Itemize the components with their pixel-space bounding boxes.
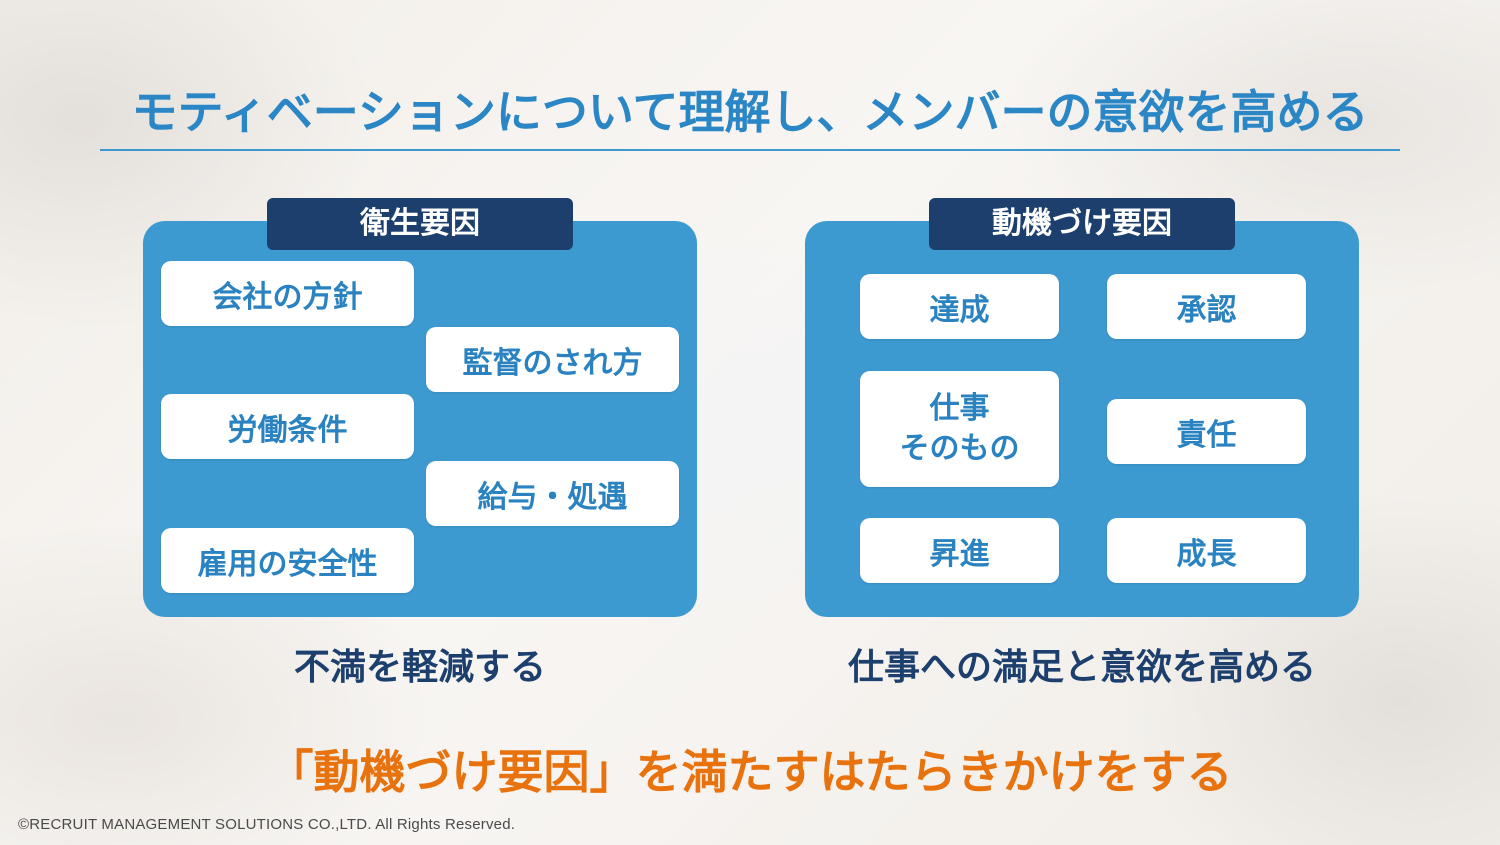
motivator-item-work-itself-line1: 仕事 [929,391,990,426]
motivator-item-advancement: 昇進 [860,518,1059,583]
motivator-item-achievement: 達成 [860,274,1059,339]
motivators-header: 動機づけ要因 [929,198,1235,250]
motivator-item-responsibility: 責任 [1107,399,1306,464]
motivator-item-recognition: 承認 [1107,274,1306,339]
hygiene-caption: 不満を軽減する [293,647,546,688]
hygiene-item-company-policy: 会社の方針 [161,261,414,326]
motivators-caption: 仕事への満足と意欲を高める [847,647,1316,688]
hygiene-item-working-conditions: 労働条件 [161,394,414,459]
key-message: 「動機づけ要因」を満たすはたらきかけをする [267,745,1233,799]
motivator-item-growth: 成長 [1107,518,1306,583]
title-divider [100,149,1400,151]
slide-title: モティベーションについて理解し、メンバーの意欲を高める [131,85,1369,139]
hygiene-factors-header: 衛生要因 [267,198,573,250]
hygiene-item-salary: 給与・処遇 [426,461,679,526]
hygiene-item-job-security: 雇用の安全性 [161,528,414,593]
hygiene-item-supervision: 監督のされ方 [426,327,679,392]
motivator-item-work-itself-line2: そのもの [899,431,1020,466]
motivator-item-work-itself: 仕事 そのもの [860,371,1059,487]
copyright-footer: ©RECRUIT MANAGEMENT SOLUTIONS CO.,LTD. A… [18,816,516,833]
